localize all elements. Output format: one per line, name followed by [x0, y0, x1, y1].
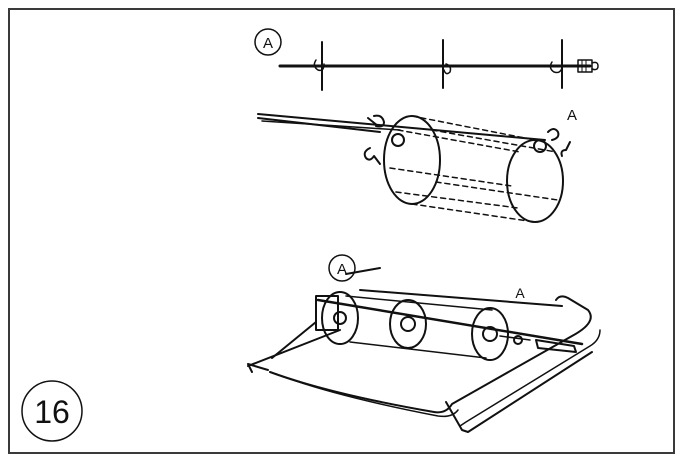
step-number: 16 — [34, 394, 70, 430]
callout-a-bottom-circled: A — [328, 254, 356, 282]
basket-cage-dashed — [389, 115, 559, 223]
thumb-screw-left — [367, 114, 385, 128]
basket-disc-right — [506, 139, 564, 223]
thumb-screw-right — [547, 128, 560, 141]
rod-handle-bottom — [535, 339, 577, 353]
basket-assembly — [257, 113, 571, 223]
svg-text:A: A — [263, 35, 273, 52]
figure-frame — [8, 8, 675, 454]
assembled-disc-middle — [389, 299, 427, 349]
thumb-screw-right-lower — [560, 141, 571, 157]
basket-disc-left — [383, 115, 441, 205]
tray-assembly — [247, 267, 601, 433]
thumb-screw-left-lower — [363, 147, 381, 165]
svg-text:A: A — [337, 261, 347, 278]
step-number-badge: 16 — [21, 380, 83, 442]
rod-handle — [577, 59, 593, 73]
assembled-disc-right — [471, 307, 509, 361]
callout-a-top: A — [254, 28, 282, 56]
drip-tray — [247, 295, 592, 414]
fork-3-screw — [549, 61, 563, 74]
callout-a-middle: A — [567, 107, 577, 124]
basket-rod-upper — [257, 113, 546, 141]
callout-a-bottom-plain: A — [515, 285, 525, 301]
spit-rod-assembly — [278, 39, 599, 91]
disc-left-hub — [391, 133, 405, 147]
fork-2-screw — [443, 63, 452, 75]
fork-1-screw — [313, 59, 325, 72]
assembled-disc-left — [321, 291, 359, 345]
assembled-rod — [316, 298, 584, 346]
disc-right-hub — [533, 139, 547, 153]
tray-rod-front — [247, 329, 341, 367]
